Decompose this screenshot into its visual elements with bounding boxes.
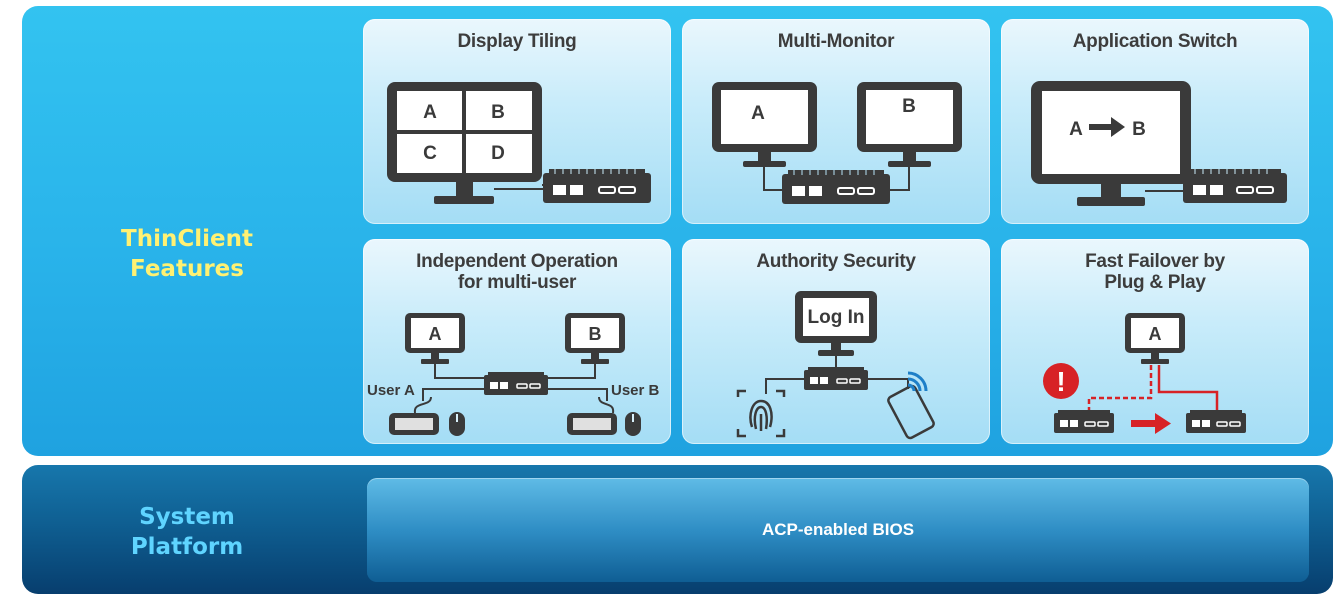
features-label-line2: Features (130, 256, 244, 282)
active-connection (1157, 365, 1219, 410)
thinclient-box-icon (804, 367, 868, 390)
connector-cable (765, 378, 804, 394)
card-title: Fast Failover by Plug & Play (1001, 251, 1309, 293)
monitor-icon (1031, 81, 1191, 206)
thinclient-box-icon (1183, 169, 1287, 203)
card-title: Application Switch (1072, 31, 1238, 52)
card-application-switch: Application Switch A B (1001, 19, 1309, 224)
card-title: Display Tiling (457, 31, 577, 52)
card-independent-operation: Independent Operation for multi-user A B (363, 239, 671, 444)
title-line1: Independent Operation (416, 251, 618, 272)
independent-operation-illustration: A B User A User B (367, 313, 660, 436)
arrow-right-icon (1089, 117, 1125, 137)
alert-icon: ! (1043, 363, 1079, 399)
keyboard-cable (413, 396, 432, 414)
connector-cable (422, 388, 484, 401)
card-title: Authority Security (756, 251, 916, 272)
connector-cable (548, 388, 608, 401)
connector-cable (547, 364, 596, 379)
screen-b: B (902, 96, 916, 117)
card-title: Independent Operation for multi-user (363, 251, 671, 293)
login-screen-text: Log In (808, 307, 865, 328)
bios-label: ACP-enabled BIOS (761, 520, 915, 539)
screen-b: B (589, 324, 602, 344)
connector-cable (763, 167, 790, 191)
connector-cable (434, 364, 485, 379)
card-fast-failover: Fast Failover by Plug & Play A ! (1001, 239, 1309, 444)
user-a-label: User A (367, 382, 415, 399)
monitor-icon (795, 291, 877, 356)
title-line2: Plug & Play (1104, 272, 1206, 293)
card-display-tiling: Display Tiling A B C D (363, 19, 671, 224)
failed-thinclient-box-icon (1054, 410, 1114, 433)
arrow-right-icon (1131, 413, 1171, 434)
app-from: A (1069, 119, 1083, 140)
standby-thinclient-box-icon (1186, 410, 1246, 433)
tile-d: D (491, 143, 505, 164)
monitor-icon (405, 313, 465, 364)
card-title: Multi-Monitor (777, 31, 895, 52)
title-line1: Fast Failover by (1085, 251, 1225, 272)
screen-a: A (1149, 324, 1162, 344)
platform-label-line2: Platform (130, 534, 244, 560)
connector-cable (868, 378, 909, 389)
monitor-icon (712, 82, 817, 167)
card-multi-monitor: Multi-Monitor A B (682, 19, 990, 224)
mouse-icon (625, 412, 641, 436)
features-label-line1: ThinClient (121, 226, 253, 252)
failed-connection (1087, 365, 1153, 410)
monitor-icon (857, 82, 962, 167)
mouse-icon (449, 412, 465, 436)
authority-security-illustration: Log In (736, 291, 935, 440)
tile-b: B (491, 102, 505, 123)
display-tiling-illustration: A B C D (387, 82, 651, 204)
platform-label-line1: System (139, 504, 235, 530)
app-to: B (1132, 119, 1146, 140)
screen-a: A (429, 324, 442, 344)
tile-c: C (423, 143, 437, 164)
thinclient-box-icon (543, 169, 651, 203)
thinclient-features-label: ThinClient Features (92, 224, 282, 284)
application-switch-illustration: A B (1031, 81, 1287, 206)
title-line2: for multi-user (457, 272, 577, 293)
keyboard-icon (389, 413, 439, 435)
monitor-icon (387, 82, 542, 204)
connector-cable (882, 167, 910, 191)
tile-a: A (423, 102, 437, 123)
user-b-label: User B (611, 382, 660, 399)
screen-a: A (751, 103, 765, 124)
fingerprint-scanner-icon (736, 389, 786, 438)
alert-mark: ! (1056, 366, 1065, 397)
keyboard-cable (598, 396, 615, 414)
thinclient-box-icon (484, 372, 548, 395)
multi-monitor-illustration: A B (712, 82, 962, 204)
monitor-icon (565, 313, 625, 364)
thinclient-box-icon (782, 170, 890, 204)
card-authority-security: Authority Security Log In (682, 239, 990, 444)
fast-failover-illustration: A ! (1043, 313, 1246, 434)
monitor-icon (1125, 313, 1185, 364)
bios-bar: ACP-enabled BIOS (367, 478, 1309, 582)
nfc-card-icon (887, 371, 935, 440)
keyboard-icon (567, 413, 617, 435)
system-platform-label: System Platform (92, 502, 282, 562)
